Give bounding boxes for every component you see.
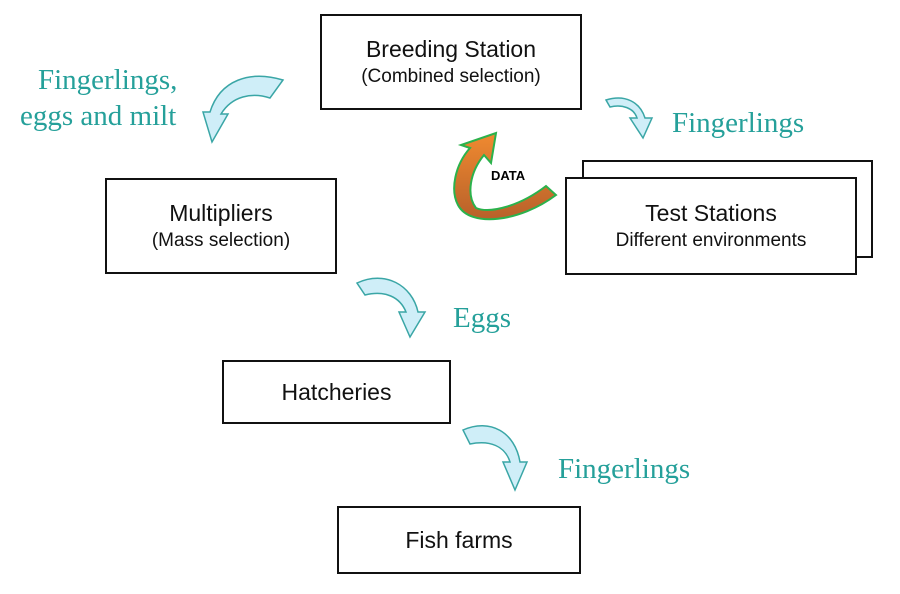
node-multipliers: Multipliers (Mass selection)	[105, 178, 337, 274]
node-hatcheries: Hatcheries	[222, 360, 451, 424]
flow-label-data: DATA	[491, 168, 526, 183]
curved-arrow-icon	[604, 97, 654, 140]
node-title: Multipliers	[169, 200, 273, 226]
node-title: Hatcheries	[281, 379, 392, 405]
node-title: Breeding Station	[365, 36, 537, 62]
flow-label-eggs-milt-line2: eggs and milt	[20, 100, 177, 132]
node-breeding-station: Breeding Station (Combined selection)	[320, 14, 582, 110]
node-fish-farms: Fish farms	[337, 506, 581, 574]
curved-arrow-icon	[461, 425, 529, 492]
curved-arrow-icon	[355, 277, 427, 339]
node-test-stations: Test Stations Different environments	[565, 177, 857, 275]
curved-arrow-icon	[201, 75, 285, 144]
node-subtitle: Different environments	[615, 230, 807, 251]
node-title: Test Stations	[645, 200, 777, 226]
flow-label-eggs: Eggs	[453, 302, 511, 334]
flow-label-fingerlings-farms: Fingerlings	[558, 453, 691, 485]
node-title: Fish farms	[405, 527, 513, 553]
node-subtitle: (Combined selection)	[361, 66, 541, 87]
node-subtitle: (Mass selection)	[151, 230, 291, 251]
flow-label-fingerlings-test: Fingerlings	[672, 107, 805, 139]
flow-label-fingerlings-line1: Fingerlings,	[38, 64, 178, 96]
data-arrow-icon	[453, 131, 558, 221]
